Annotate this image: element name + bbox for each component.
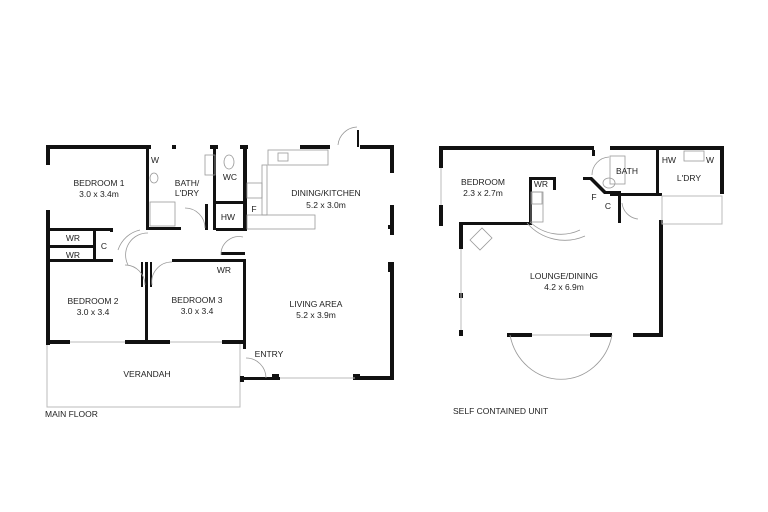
bedroom2-size: 3.0 x 3.4	[77, 307, 110, 317]
c-label: C	[101, 241, 107, 251]
unit-w-label: W	[706, 155, 714, 165]
unit-wr-label: WR	[534, 179, 548, 189]
wr2-label: WR	[66, 250, 80, 260]
unit-hw-label: HW	[662, 155, 676, 165]
dining-kitchen-label: DINING/KITCHEN	[291, 188, 360, 198]
bedroom1-label: BEDROOM 1	[73, 178, 124, 188]
wr1-label: WR	[66, 233, 80, 243]
bath-laundry-label-2: L'DRY	[175, 188, 199, 198]
main-floor-caption: MAIN FLOOR	[45, 409, 98, 419]
unit-bedroom-label: BEDROOM	[461, 177, 505, 187]
unit-caption: SELF CONTAINED UNIT	[453, 406, 548, 416]
unit-plan: BEDROOM 2.3 x 2.7m WR BATH HW W L'DRY F …	[439, 146, 724, 416]
wc-label: WC	[223, 172, 237, 182]
bedroom3-label: BEDROOM 3	[171, 295, 222, 305]
main-floor-walls	[46, 130, 394, 382]
main-floor-fixtures	[70, 126, 358, 379]
unit-c-label: C	[605, 201, 611, 211]
unit-fixtures	[440, 150, 723, 380]
lounge-label: LOUNGE/DINING	[530, 271, 598, 281]
f-label: F	[251, 204, 256, 214]
main-floor-labels: BEDROOM 1 3.0 x 3.4m BATH/ L'DRY WC W HW…	[45, 155, 361, 419]
unit-bedroom-size: 2.3 x 2.7m	[463, 188, 503, 198]
hw-label: HW	[221, 212, 235, 222]
unit-bath-label: BATH	[616, 166, 638, 176]
lounge-size: 4.2 x 6.9m	[544, 282, 584, 292]
verandah-label: VERANDAH	[123, 369, 170, 379]
bedroom1-size: 3.0 x 3.4m	[79, 189, 119, 199]
living-label: LIVING AREA	[290, 299, 343, 309]
bedroom3-size: 3.0 x 3.4	[181, 306, 214, 316]
dining-kitchen-size: 5.2 x 3.0m	[306, 200, 346, 210]
w-label: W	[151, 155, 159, 165]
unit-laundry-label: L'DRY	[677, 173, 701, 183]
bedroom2-label: BEDROOM 2	[67, 296, 118, 306]
unit-f-label: F	[591, 192, 596, 202]
living-size: 5.2 x 3.9m	[296, 310, 336, 320]
unit-walls	[439, 146, 724, 337]
unit-labels: BEDROOM 2.3 x 2.7m WR BATH HW W L'DRY F …	[453, 155, 714, 416]
main-floor-plan: BEDROOM 1 3.0 x 3.4m BATH/ L'DRY WC W HW…	[45, 126, 394, 419]
wr3-label: WR	[217, 265, 231, 275]
bath-laundry-label: BATH/	[175, 178, 200, 188]
entry-label: ENTRY	[255, 349, 284, 359]
